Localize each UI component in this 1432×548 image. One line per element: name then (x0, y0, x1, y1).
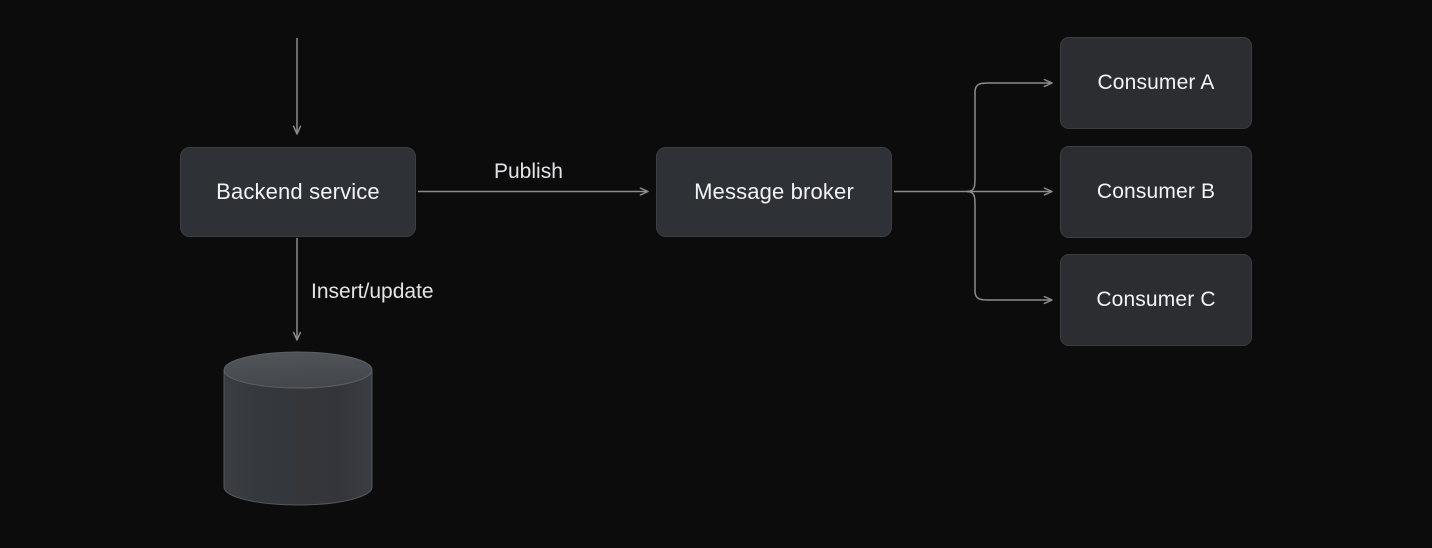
node-consumer-a[interactable]: Consumer A (1060, 37, 1252, 129)
node-consumer-a-label: Consumer A (1097, 71, 1215, 94)
edge-fanout-consumer-c (966, 190, 1052, 301)
node-backend-service[interactable]: Backend service (180, 147, 416, 237)
node-consumer-c[interactable]: Consumer C (1060, 254, 1252, 346)
node-message-broker[interactable]: Message broker (656, 147, 892, 237)
node-message-broker-label: Message broker (694, 179, 854, 204)
edge-label-publish: Publish (494, 160, 563, 183)
node-consumer-b[interactable]: Consumer B (1060, 146, 1252, 238)
database-cylinder (223, 351, 373, 506)
node-consumer-b-label: Consumer B (1096, 180, 1216, 203)
edge-fanout-consumer-a (966, 83, 1052, 193)
node-backend-service-label: Backend service (216, 179, 380, 204)
node-consumer-c-label: Consumer C (1096, 288, 1216, 311)
edge-label-insert-update: Insert/update (311, 280, 434, 303)
